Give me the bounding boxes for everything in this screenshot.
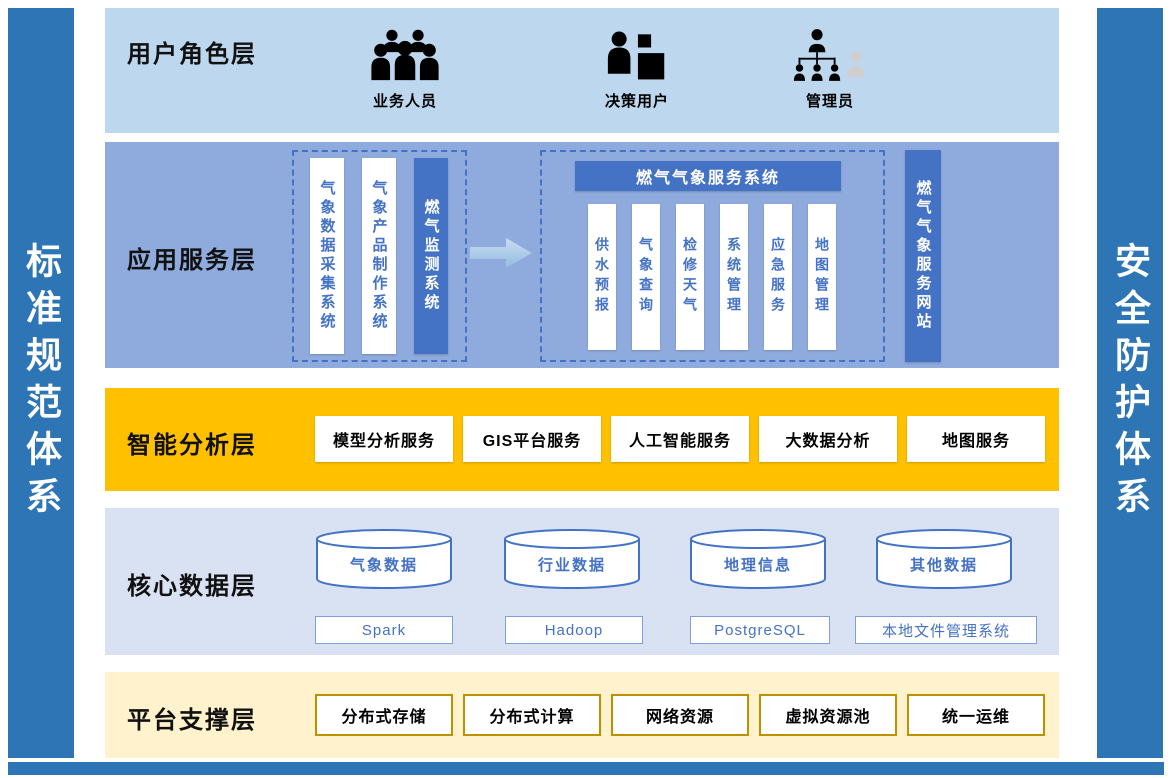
left-pillar: 标准规范体系: [8, 8, 74, 758]
layer-platform-support-label: 平台支撑层: [127, 707, 257, 734]
website-box-label: 燃气气象服务网站: [914, 180, 932, 332]
module-box: 气象查询: [632, 204, 660, 350]
database-label: 地理信息: [723, 556, 792, 574]
admin-icon: [793, 28, 867, 82]
resource-box: 网络资源: [611, 694, 749, 736]
role-label: 管理员: [805, 93, 854, 110]
module-box: 地图管理: [808, 204, 836, 350]
gas-service-group: [540, 150, 885, 362]
database-cylinder: 气象数据: [314, 528, 454, 590]
resource-box: 分布式存储: [315, 694, 453, 736]
right-arrow-icon: [470, 238, 532, 268]
system-box: 燃气监测系统: [414, 158, 448, 354]
module-box: 应急服务: [764, 204, 792, 350]
layer-app-service-label: 应用服务层: [127, 247, 257, 274]
platform-box: Spark: [315, 616, 453, 644]
platform-box: PostgreSQL: [690, 616, 830, 644]
layer-analysis: 智能分析层 模型分析服务 GIS平台服务 人工智能服务 大数据分析 地图服务: [105, 388, 1059, 491]
right-pillar-label: 安全防护体系: [1110, 242, 1151, 524]
database-label: 气象数据: [349, 556, 418, 574]
database-cylinder: 地理信息: [688, 528, 828, 590]
layer-user-role: 用户角色层 业务人员: [105, 8, 1059, 133]
system-box: 气象数据采集系统: [310, 158, 344, 354]
module-box: 系统管理: [720, 204, 748, 350]
service-box: GIS平台服务: [463, 416, 601, 462]
module-box-label: 地图管理: [814, 237, 830, 317]
layer-core-data: 核心数据层 气象数据 行业数据 地理信息: [105, 508, 1059, 655]
decision-users-icon: [606, 28, 668, 82]
business-users-icon: [371, 26, 439, 82]
module-box-label: 系统管理: [726, 237, 742, 317]
service-box: 大数据分析: [759, 416, 897, 462]
database-cylinder: 行业数据: [502, 528, 642, 590]
website-box: 燃气气象服务网站: [905, 150, 941, 362]
role-label: 决策用户: [604, 93, 669, 110]
module-box: 供水预报: [588, 204, 616, 350]
system-box-label: 燃气监测系统: [422, 199, 440, 313]
gas-service-group-title: 燃气气象服务系统: [575, 161, 841, 191]
module-box-label: 供水预报: [594, 237, 610, 317]
database-label: 行业数据: [537, 556, 606, 574]
resource-box: 分布式计算: [463, 694, 601, 736]
system-box-label: 气象产品制作系统: [370, 180, 388, 332]
module-box-label: 气象查询: [638, 237, 654, 317]
layer-platform-support: 平台支撑层 分布式存储 分布式计算 网络资源 虚拟资源池 统一运维: [105, 672, 1059, 758]
resource-box: 统一运维: [907, 694, 1045, 736]
module-box: 检修天气: [676, 204, 704, 350]
system-box-label: 气象数据采集系统: [318, 180, 336, 332]
role-business-users: 业务人员: [357, 26, 453, 111]
right-pillar: 安全防护体系: [1097, 8, 1163, 758]
service-box: 人工智能服务: [611, 416, 749, 462]
layer-analysis-label: 智能分析层: [127, 432, 257, 459]
database-cylinder: 其他数据: [874, 528, 1014, 590]
layer-user-role-label: 用户角色层: [127, 41, 257, 68]
resource-box: 虚拟资源池: [759, 694, 897, 736]
system-box: 气象产品制作系统: [362, 158, 396, 354]
layer-app-service: 应用服务层 气象数据采集系统 气象产品制作系统 燃气监测系统 燃气气象服务系统 …: [105, 142, 1059, 368]
platform-box: Hadoop: [505, 616, 643, 644]
source-systems-group: [292, 150, 467, 362]
module-box-label: 检修天气: [682, 237, 698, 317]
service-box: 模型分析服务: [315, 416, 453, 462]
service-box: 地图服务: [907, 416, 1045, 462]
platform-box: 本地文件管理系统: [855, 616, 1037, 644]
database-label: 其他数据: [909, 556, 978, 574]
layer-core-data-label: 核心数据层: [127, 573, 257, 600]
role-admin: 管理员: [782, 28, 878, 111]
left-pillar-label: 标准规范体系: [21, 242, 62, 524]
bottom-accent-bar: [8, 762, 1164, 775]
role-label: 业务人员: [372, 93, 437, 110]
role-decision-users: 决策用户: [589, 28, 685, 111]
module-box-label: 应急服务: [770, 237, 786, 317]
